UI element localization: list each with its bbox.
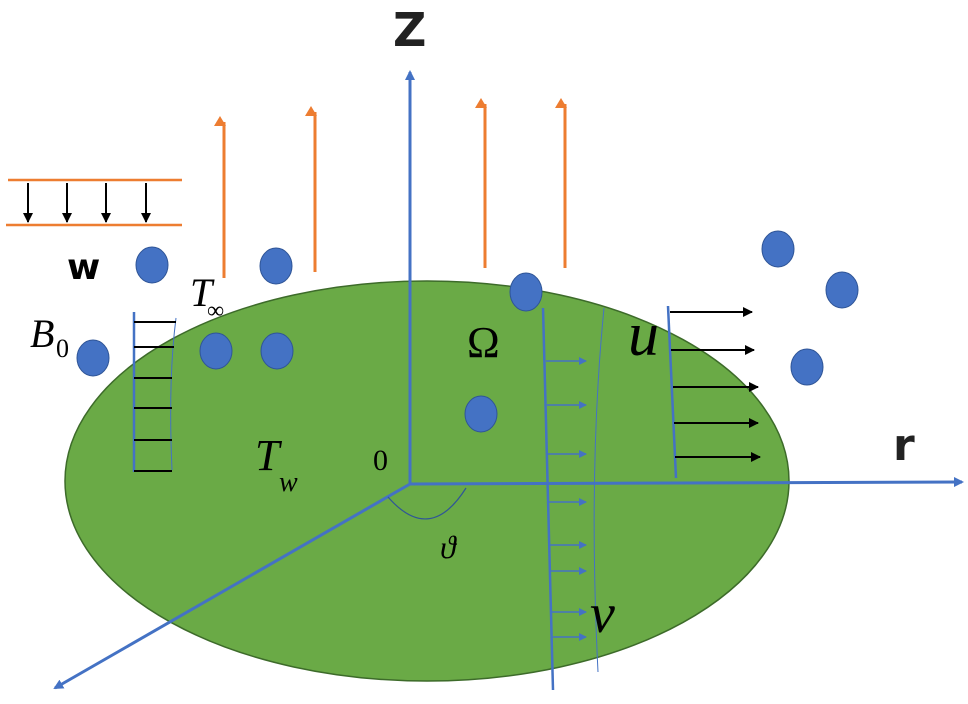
b0-label: B 0 — [30, 311, 69, 363]
tangential-profile-v — [541, 307, 605, 691]
u-label: u — [628, 301, 659, 369]
t-wall-label: T w — [255, 431, 298, 498]
origin-label: 0 — [373, 444, 388, 477]
particle — [761, 230, 795, 268]
particle — [509, 272, 543, 312]
t-infinity-base: T — [190, 270, 215, 315]
particle — [259, 247, 293, 285]
particle — [135, 246, 169, 284]
particle — [199, 332, 233, 370]
nanoparticles — [76, 230, 859, 433]
z-axis-label: Z — [393, 3, 426, 57]
particle — [790, 348, 824, 386]
rotating-disk — [64, 280, 790, 682]
t-wall-base: T — [255, 431, 283, 480]
r-axis — [409, 477, 964, 488]
heat-flux-arrows — [214, 98, 567, 278]
t-infinity-subscript: ∞ — [207, 298, 224, 324]
profile-u-wall — [666, 305, 678, 479]
t-infinity-label: T ∞ — [190, 270, 224, 324]
profile-v-wall — [541, 307, 555, 691]
particle — [76, 339, 110, 377]
theta-arc — [387, 487, 467, 520]
axes — [53, 70, 964, 690]
r-axis-label: r — [893, 420, 915, 471]
particle — [825, 271, 859, 309]
profile-v-curve — [593, 307, 605, 673]
radial-profile-left — [132, 312, 177, 472]
omega-label: Ω — [467, 318, 500, 367]
theta-label: ϑ — [440, 529, 458, 565]
particle — [464, 395, 498, 433]
v-label: v — [590, 583, 615, 645]
theta-axis — [53, 482, 411, 690]
b0-base: B — [30, 311, 54, 356]
b0-subscript: 0 — [56, 334, 69, 363]
particle — [260, 332, 294, 370]
profile-left-curve — [170, 317, 177, 471]
suction-flow-indicator — [6, 178, 182, 227]
w-label: w — [67, 247, 100, 288]
t-wall-subscript: w — [279, 467, 298, 498]
radial-profile-u — [666, 305, 761, 479]
